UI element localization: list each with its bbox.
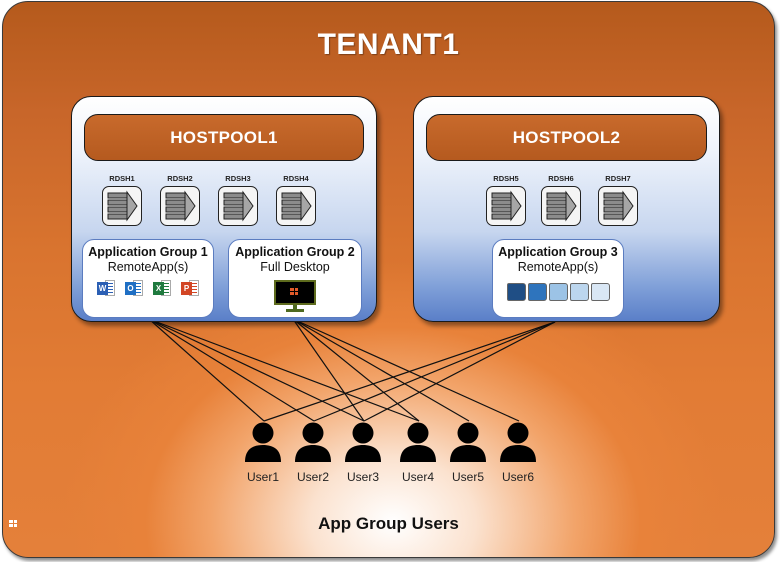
user-5: User5 bbox=[448, 421, 488, 484]
assignment-line bbox=[313, 321, 556, 422]
user-icon bbox=[295, 422, 331, 462]
server-icon bbox=[486, 186, 526, 226]
assignment-line bbox=[292, 318, 470, 422]
user-icon bbox=[345, 422, 381, 462]
server-rdsh3: RDSH3 bbox=[218, 174, 258, 226]
app-group-title: Application Group 2 bbox=[235, 245, 355, 259]
user-name: User4 bbox=[401, 470, 434, 484]
word-icon: W bbox=[97, 280, 115, 296]
assignment-line bbox=[148, 318, 365, 422]
assignment-line bbox=[292, 318, 420, 422]
assignment-line bbox=[263, 321, 556, 422]
user-name: User1 bbox=[246, 470, 279, 484]
app-group-3: Application Group 3 RemoteApp(s) bbox=[492, 239, 624, 318]
server-icon bbox=[218, 186, 258, 226]
server-icon bbox=[541, 186, 581, 226]
user-icon bbox=[400, 422, 436, 462]
app-stack-icons-row bbox=[493, 283, 623, 301]
server-label: RDSH5 bbox=[493, 174, 519, 183]
user-4: User4 bbox=[398, 421, 438, 484]
outlook-icon: O bbox=[125, 280, 143, 296]
server-label: RDSH1 bbox=[109, 174, 135, 183]
assignment-line bbox=[292, 318, 520, 422]
powerpoint-icon: P bbox=[181, 280, 199, 296]
user-name: User2 bbox=[296, 470, 329, 484]
server-rdsh1: RDSH1 bbox=[102, 174, 142, 226]
user-name: User5 bbox=[451, 470, 484, 484]
server-label: RDSH4 bbox=[283, 174, 309, 183]
tenant-title: TENANT1 bbox=[317, 28, 460, 61]
server-label: RDSH3 bbox=[225, 174, 251, 183]
app-group-title: Application Group 1 bbox=[88, 245, 208, 259]
user-2: User2 bbox=[293, 421, 333, 484]
server-rdsh5: RDSH5 bbox=[486, 174, 526, 226]
desktop-monitor-icon bbox=[274, 280, 316, 312]
hostpool-2: HOSTPOOL2 RDSH5 RDSH6 RDSH7 Application … bbox=[413, 96, 720, 322]
user-3: User3 bbox=[343, 421, 383, 484]
app-stack-icon bbox=[569, 283, 589, 301]
windows-logo-icon bbox=[290, 288, 298, 295]
app-group-2: Application Group 2 Full Desktop bbox=[228, 239, 362, 318]
app-group-title: Application Group 3 bbox=[498, 245, 618, 259]
assignment-line bbox=[363, 321, 556, 422]
assignment-line bbox=[292, 318, 365, 422]
hostpool-2-header: HOSTPOOL2 bbox=[426, 114, 707, 161]
user-name: User3 bbox=[346, 470, 379, 484]
assignment-lines bbox=[148, 318, 556, 422]
server-icon bbox=[102, 186, 142, 226]
user-6: User6 bbox=[498, 421, 538, 484]
server-icon bbox=[598, 186, 638, 226]
server-icon bbox=[160, 186, 200, 226]
user-1: User1 bbox=[243, 421, 283, 484]
assignment-line bbox=[148, 318, 420, 422]
server-label: RDSH2 bbox=[167, 174, 193, 183]
user-icon bbox=[450, 422, 486, 462]
user-icon bbox=[245, 422, 281, 462]
server-label: RDSH7 bbox=[605, 174, 631, 183]
excel-icon: X bbox=[153, 280, 171, 296]
server-rdsh2: RDSH2 bbox=[160, 174, 200, 226]
hostpool-1-header: HOSTPOOL1 bbox=[84, 114, 364, 161]
app-group-subtitle: Full Desktop bbox=[260, 260, 330, 274]
windows-logo-icon bbox=[9, 520, 17, 527]
app-group-subtitle: RemoteApp(s) bbox=[107, 260, 189, 274]
hostpool-1: HOSTPOOL1 RDSH1 RDSH2 RDSH3 RDSH4 Applic… bbox=[71, 96, 377, 322]
users-section-title: App Group Users bbox=[318, 514, 459, 533]
server-label: RDSH6 bbox=[548, 174, 574, 183]
server-rdsh6: RDSH6 bbox=[541, 174, 581, 226]
app-stack-icon bbox=[590, 283, 610, 301]
user-name: User6 bbox=[501, 470, 534, 484]
assignment-line bbox=[148, 318, 315, 422]
server-rdsh4: RDSH4 bbox=[276, 174, 316, 226]
server-rdsh7: RDSH7 bbox=[598, 174, 638, 226]
app-stack-icon bbox=[527, 283, 547, 301]
app-group-subtitle: RemoteApp(s) bbox=[517, 260, 599, 274]
app-stack-icon bbox=[506, 283, 526, 301]
server-icon bbox=[276, 186, 316, 226]
app-stack-icon bbox=[548, 283, 568, 301]
assignment-line bbox=[148, 318, 265, 422]
user-icon bbox=[500, 422, 536, 462]
